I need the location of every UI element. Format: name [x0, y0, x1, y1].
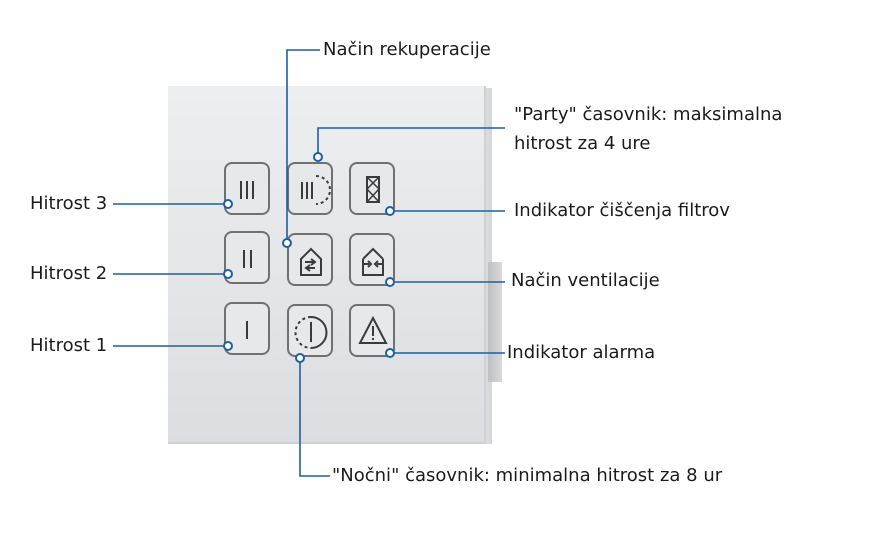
speed-2-icon	[243, 250, 252, 268]
filter-icon	[365, 176, 381, 203]
label-speed3: Hitrost 3	[30, 193, 108, 214]
recovery-mode-button[interactable]	[287, 233, 333, 286]
dot-speed1	[223, 341, 233, 351]
label-alarm-indicator: Indikator alarma	[507, 342, 656, 363]
label-party-timer-line2: hitrost za 4 ure	[514, 133, 651, 154]
label-ventilation-mode: Način ventilacije	[511, 270, 660, 291]
label-night-timer: "Nočni" časovnik: minimalna hitrost za 8…	[332, 465, 723, 486]
dot-filter	[385, 206, 395, 216]
party-timer-icon	[301, 175, 331, 205]
label-speed1: Hitrost 1	[30, 335, 108, 356]
party-timer-button[interactable]	[287, 162, 333, 215]
dot-night	[295, 353, 305, 363]
dot-speed3	[223, 199, 233, 209]
leader-night	[299, 358, 330, 477]
dot-alarm	[385, 348, 395, 358]
ventilation-mode-icon	[362, 247, 384, 276]
dot-speed2	[223, 269, 233, 279]
alarm-icon	[358, 315, 388, 344]
speed-3-icon	[240, 181, 254, 199]
label-recovery-mode: Način rekuperacije	[323, 39, 491, 60]
night-timer-button[interactable]	[287, 304, 333, 357]
leader-party	[317, 127, 505, 156]
panel-side-edge	[488, 262, 502, 382]
label-filter-indicator: Indikator čiščenja filtrov	[514, 200, 730, 221]
speed-3-button[interactable]	[224, 162, 270, 215]
dot-recovery	[282, 238, 292, 248]
dot-party	[313, 152, 323, 162]
speed-2-button[interactable]	[224, 231, 270, 284]
speed-1-button[interactable]	[224, 302, 270, 355]
label-party-timer-line1: "Party" časovnik: maksimalna	[514, 104, 783, 125]
recovery-mode-icon	[300, 247, 322, 276]
night-timer-icon	[294, 316, 328, 349]
speed-1-icon	[246, 321, 248, 339]
dot-ventilation	[385, 277, 395, 287]
label-speed2: Hitrost 2	[30, 263, 108, 284]
leader-recovery	[286, 49, 320, 242]
